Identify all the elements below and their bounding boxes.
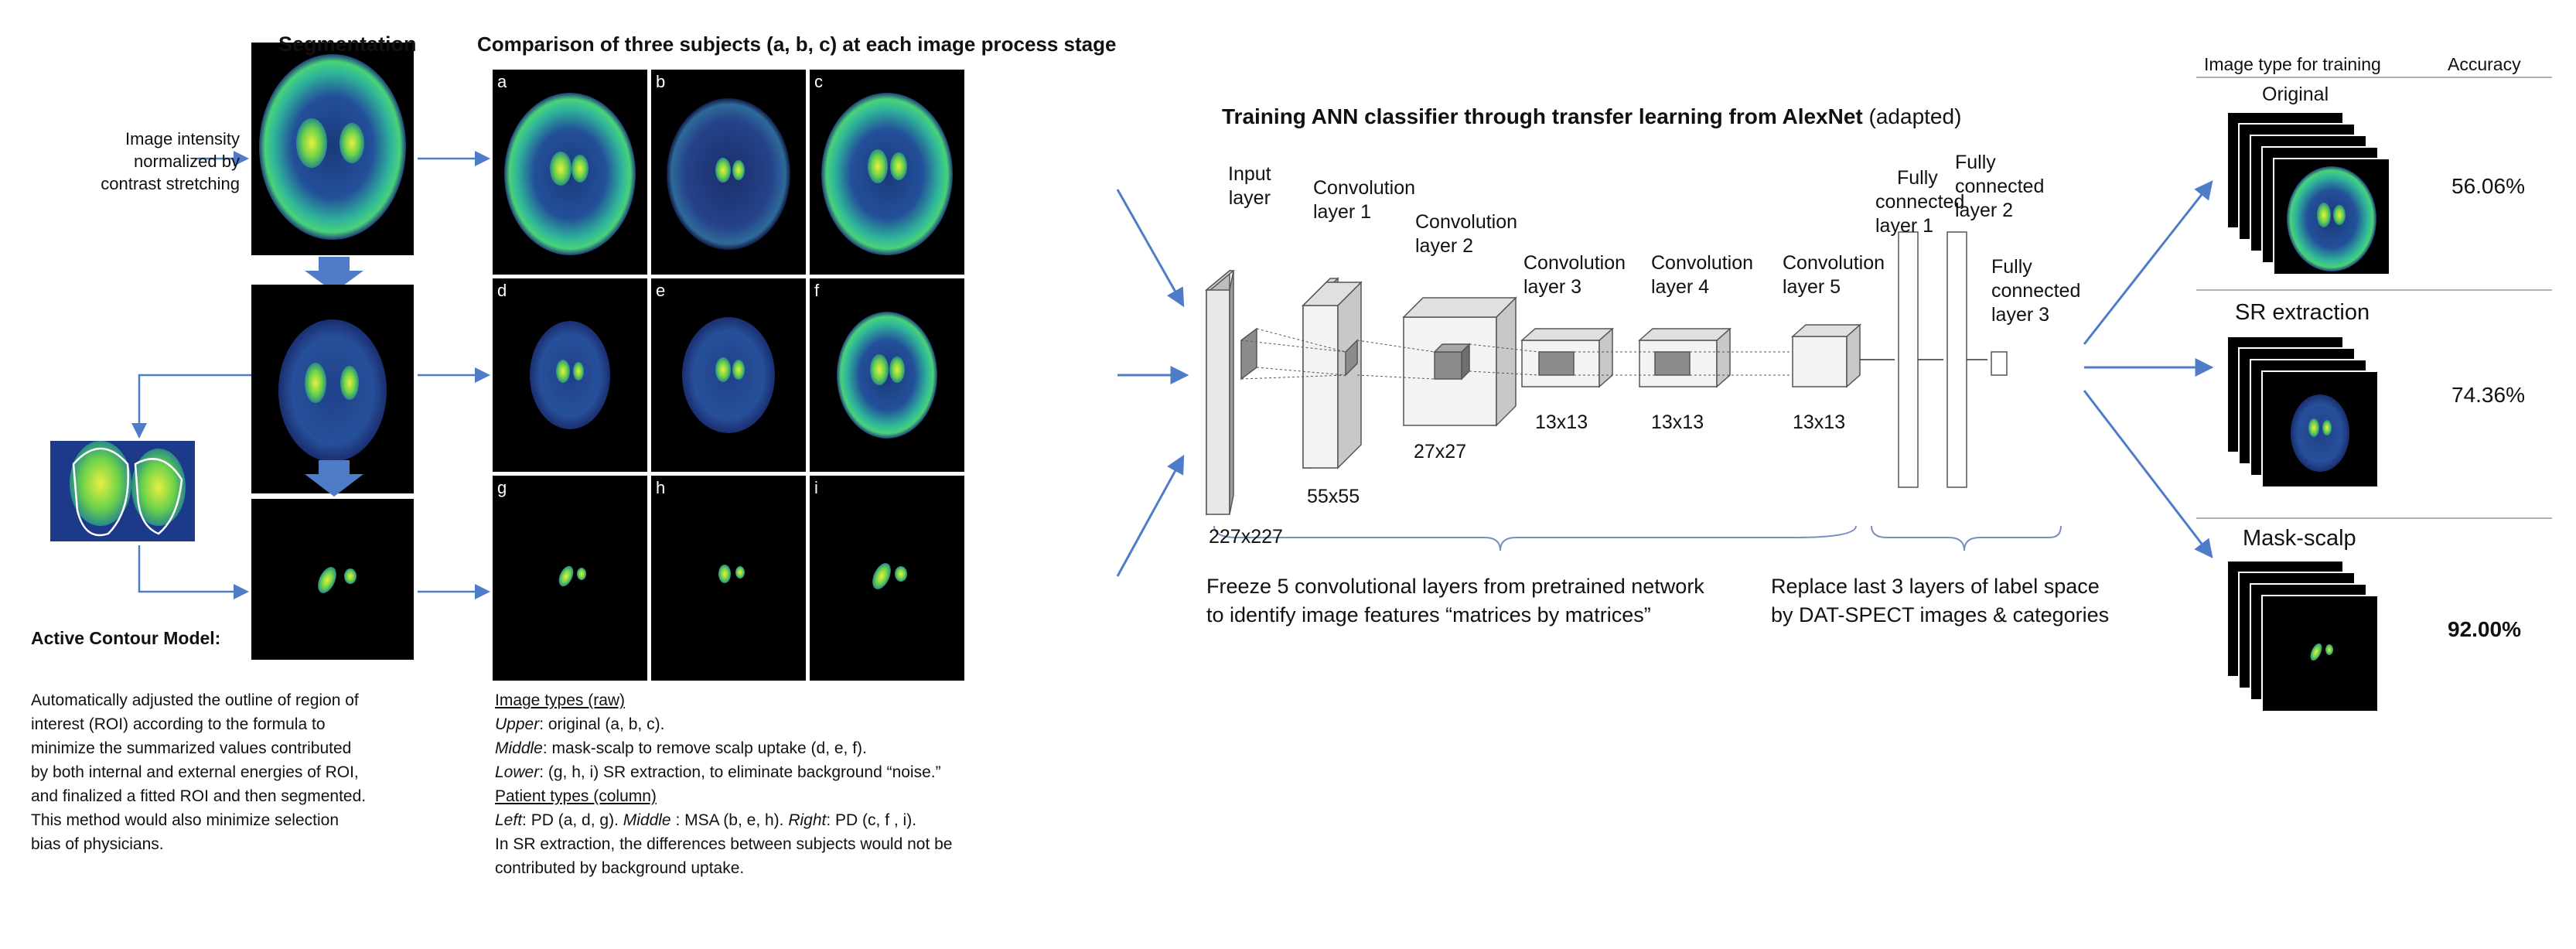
down-arrow-1 [305,257,363,292]
comparison-grid [493,70,964,681]
dim-conv2: 27x27 [1414,441,1467,463]
legend-patients: Left: PD (a, d, g). Middle : MSA (b, e, … [495,811,917,829]
segmentation-image-maskscalp [251,285,414,493]
braces [1213,525,2062,551]
cnn-conv1 [1302,277,1363,469]
dim-conv3: 13x13 [1535,411,1588,433]
dim-conv1: 55x55 [1307,486,1360,507]
panel-label-c: c [814,72,823,91]
result-type-maskscalp: Mask-scalp [2243,526,2356,551]
panel-label-i: i [814,478,818,497]
dim-conv4: 13x13 [1651,411,1704,433]
freeze-note: Freeze 5 convolutional layers from pretr… [1206,575,1704,626]
panel-label-e: e [656,281,666,300]
legend-lower: Lower: (g, h, i) SR extraction, to elimi… [495,763,941,781]
legend-middle: Middle: mask-scalp to remove scalp uptak… [495,739,867,757]
acm-description: Automatically adjusted the outline of re… [31,691,367,853]
cnn-conv5 [1791,323,1861,388]
acm-title: Active Contour Model: [31,628,221,648]
segmentation-image-original [251,43,414,255]
legend-upper: Upper: original (a, b, c). [495,715,665,733]
cnn-fc-layers [1898,231,2008,488]
panel-label-a: a [497,72,507,91]
network-input-arrows [1116,189,1189,577]
segmentation-image-sr [251,499,414,660]
left-connectors [131,151,490,599]
intensity-note: Image intensity normalized by contrast s… [101,129,240,193]
replace-note: Replace last 3 layers of label space by … [1771,575,2110,626]
comparison-title: Comparison of three subjects (a, b, c) a… [477,32,1117,56]
panel-label-g: g [497,478,507,497]
output-arrows [2083,180,2214,558]
down-arrow-2 [305,460,363,497]
results-col-accuracy: Accuracy [2448,54,2521,74]
cnn-conv3 [1520,327,1614,388]
stack-sr [2226,336,2379,488]
stack-maskscalp [2226,560,2379,712]
network-title: Training ANN classifier through transfer… [1222,104,1962,128]
segmentation-title: Segmentation [278,32,417,56]
result-type-sr: SR extraction [2235,300,2370,325]
results-col-image-type: Image type for training [2204,54,2381,74]
dim-conv5: 13x13 [1793,411,1846,433]
result-accuracy-sr: 74.36% [2451,383,2525,407]
panel-label-f: f [814,281,820,300]
dim-input: 227x227 [1209,526,1283,548]
result-accuracy-original: 56.06% [2451,174,2525,198]
result-accuracy-maskscalp: 92.00% [2448,617,2521,641]
cnn-conv2 [1402,296,1517,427]
cnn-dotted-connections [1240,328,1793,380]
stack-original [2226,111,2390,275]
panel-label-h: h [656,478,666,497]
panel-label-b: b [656,72,666,91]
roi-zoom-image [50,441,195,541]
image-types-legend: Image types (raw) Upper: original (a, b,… [495,688,1052,880]
image-types-heading: Image types (raw) [495,691,626,709]
patient-types-heading: Patient types (column) [495,787,657,805]
cnn-input-layer [1204,269,1257,516]
result-type-original: Original [2262,84,2329,105]
panel-label-d: d [497,281,507,300]
results-table-lines [2196,77,2552,519]
cnn-conv4 [1638,327,1732,388]
